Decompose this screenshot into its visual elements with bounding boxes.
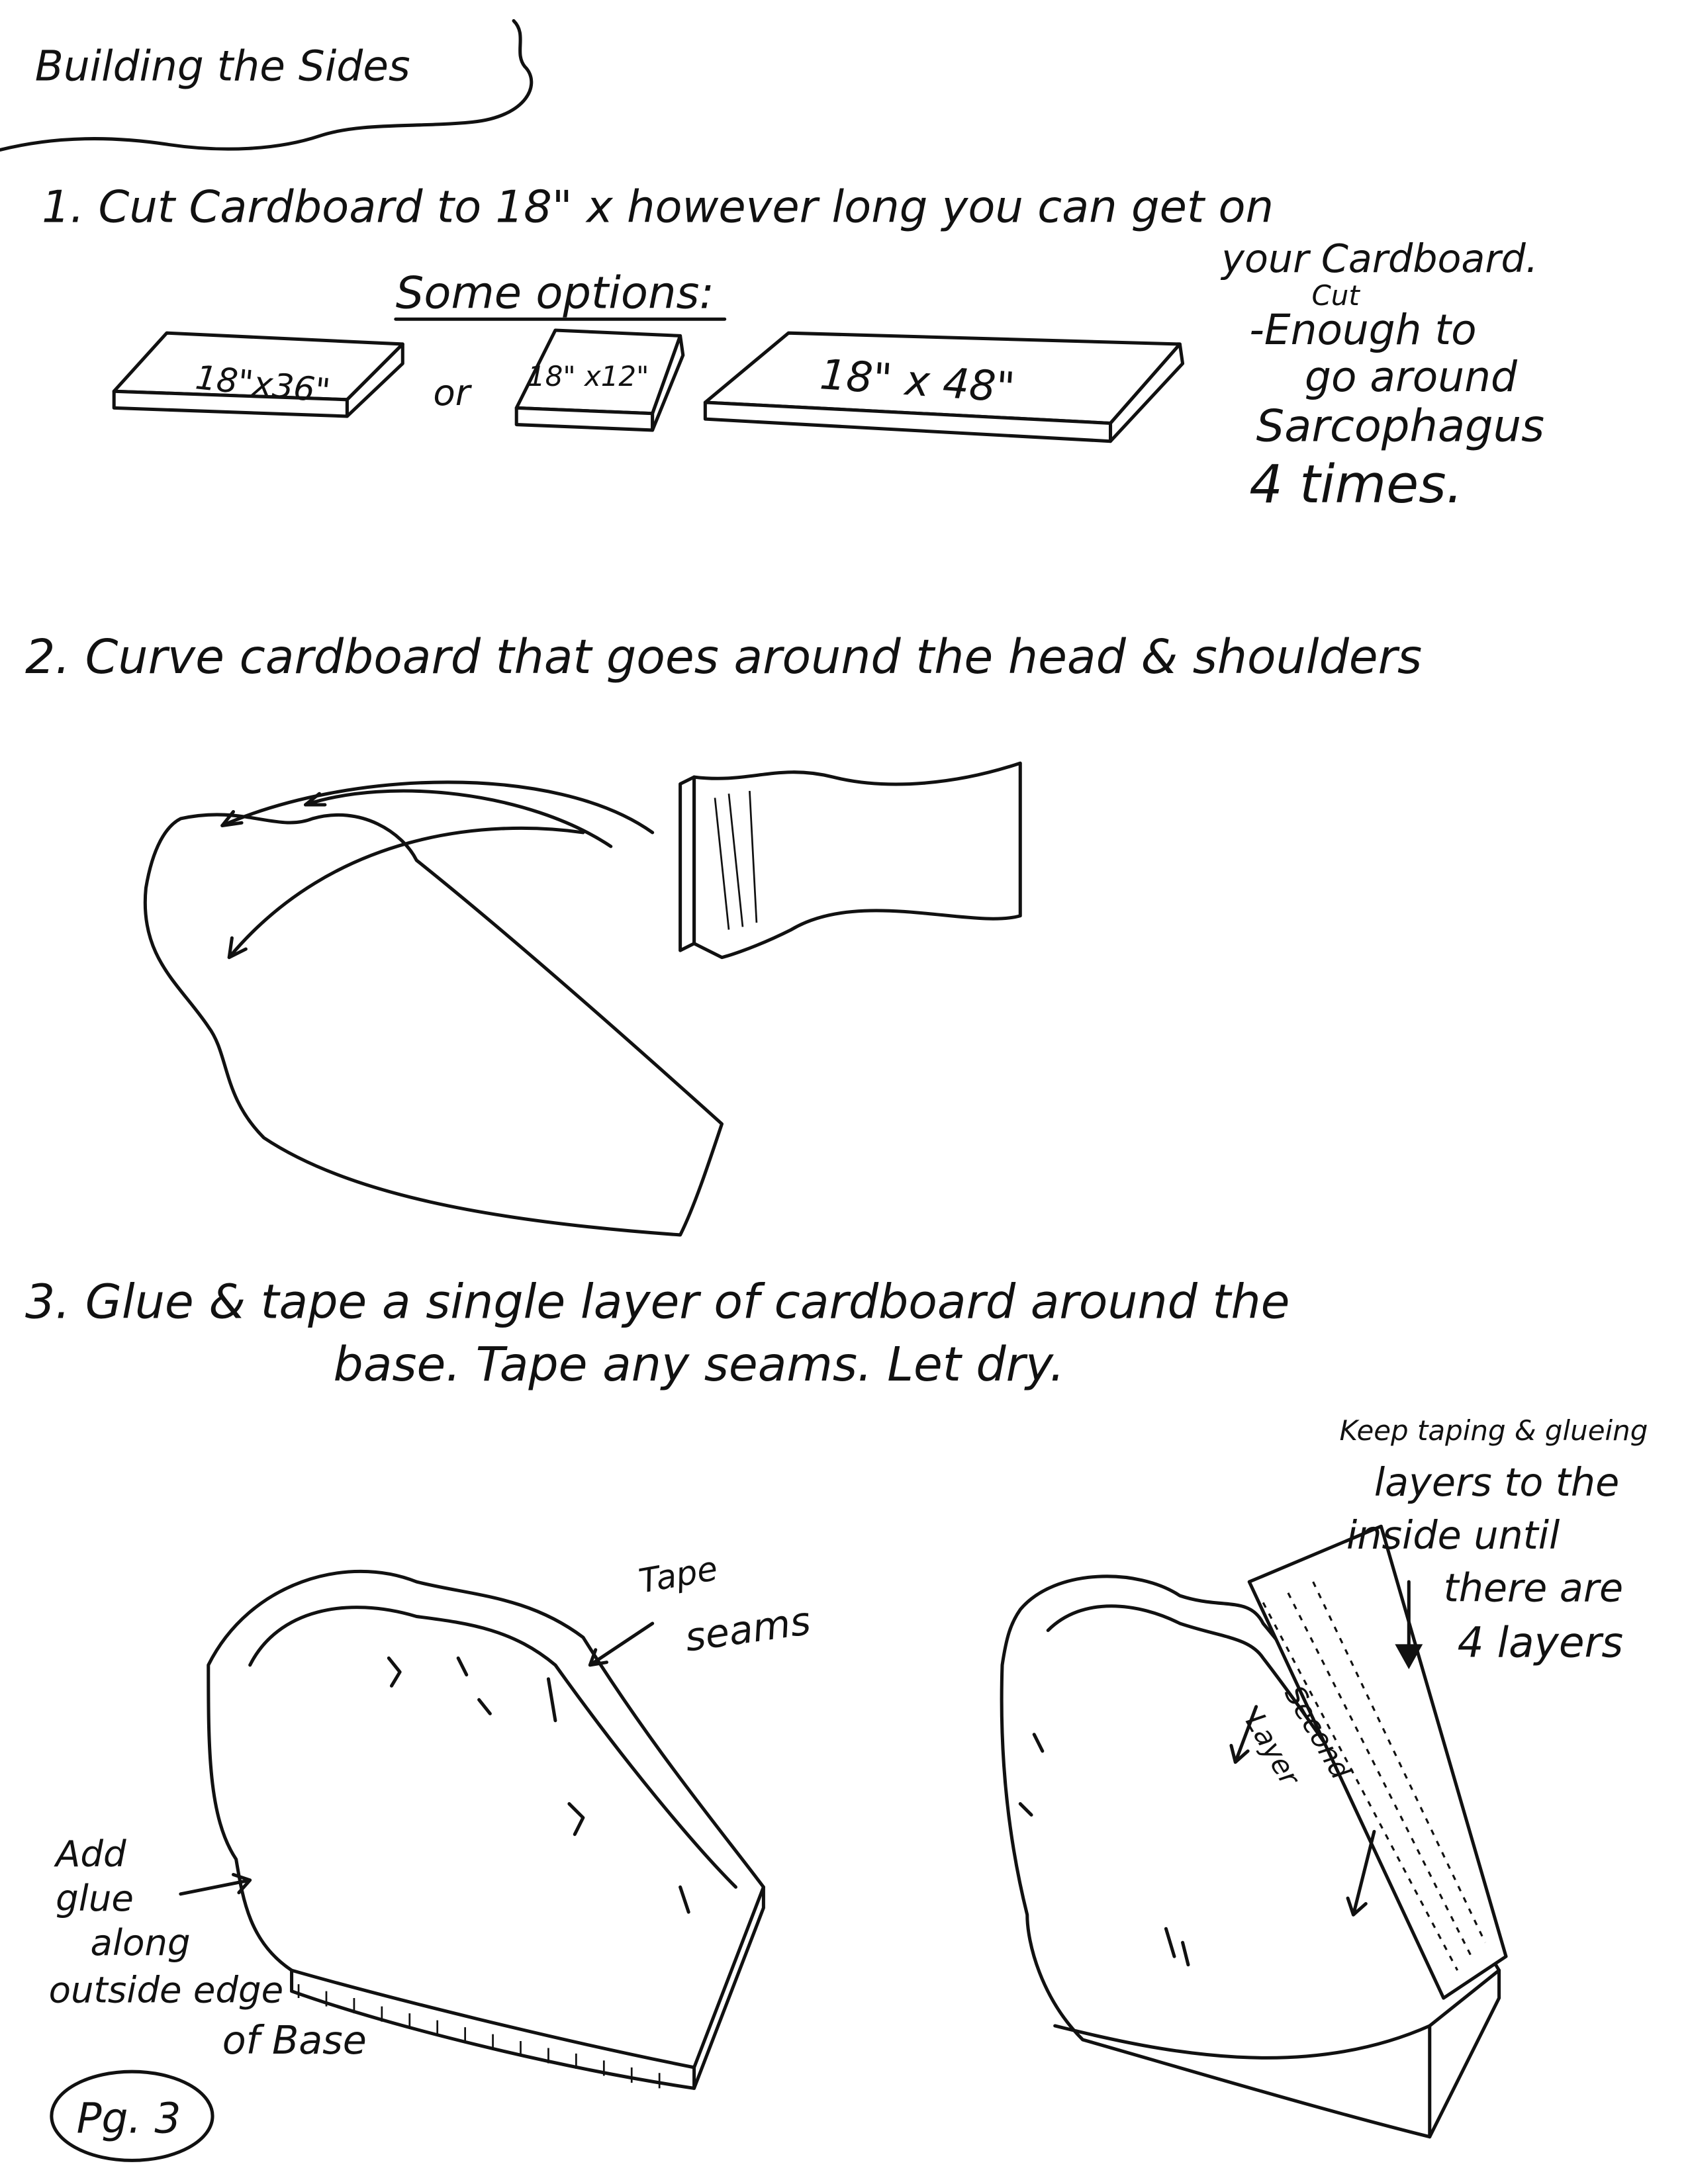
add-glue-label-1: Add (54, 1833, 126, 1875)
note-line2: go around (1305, 353, 1518, 401)
cardboard-18x36: 18"x36" (112, 331, 404, 418)
keep-taping-label-5: 4 layers (1458, 1618, 1624, 1666)
step1-line1: 1. Cut Cardboard to 18" x however long y… (42, 181, 1274, 232)
keep-taping-label-1: Keep taping & glueing (1339, 1414, 1648, 1447)
keep-taping-label-3: inside until (1346, 1513, 1560, 1558)
cardboard-18x48: 18" x 48" (703, 331, 1185, 443)
note-line3: Sarcophagus (1256, 400, 1544, 452)
step3-line1: 3. Glue & tape a single layer of cardboa… (25, 1275, 1290, 1330)
tape-seams-label-1: Tape (636, 1549, 721, 1601)
add-glue-arrow (179, 1872, 252, 1896)
note-line1: -Enough to (1249, 306, 1476, 354)
base-with-second-layer-sketch (1000, 1524, 1508, 2139)
options-label: Some options: (396, 267, 714, 318)
tape-seams-label-2: seams (682, 1598, 814, 1661)
note-cut: Cut (1312, 279, 1361, 312)
page-number-circle (50, 2070, 214, 2162)
page-number: Pg. 3 (77, 2094, 181, 2142)
title-underline-swirl (0, 19, 534, 152)
step1-line2: your Cardboard. (1220, 236, 1538, 281)
page-title: Building the Sides (35, 42, 410, 91)
cardboard-18x12: 18" x12" (514, 328, 685, 432)
add-glue-label-2: glue (56, 1877, 134, 1919)
add-glue-label-5: of Base (222, 2018, 367, 2063)
keep-taping-label-2: layers to the (1374, 1460, 1619, 1505)
step2-text: 2. Curve cardboard that goes around the … (25, 629, 1422, 684)
keep-taping-label-4: there are (1444, 1565, 1623, 1610)
option-label-18x12: 18" x12" (528, 360, 649, 392)
step3-line2: base. Tape any seams. Let dry. (333, 1337, 1064, 1392)
add-glue-label-4: outside edge (49, 1968, 284, 2011)
add-glue-label-3: along (91, 1921, 191, 1964)
tape-seams-arrow (588, 1621, 655, 1667)
second-layer-arrows (1229, 1705, 1376, 1917)
base-with-single-layer-sketch (207, 1569, 765, 2090)
curved-cardboard-sketch (679, 761, 1022, 960)
down-arrow-head-icon (1395, 1644, 1423, 1670)
sarcophagus-base-sketch (143, 780, 724, 1237)
note-line4: 4 times. (1249, 453, 1463, 515)
or-label: or (433, 371, 472, 414)
